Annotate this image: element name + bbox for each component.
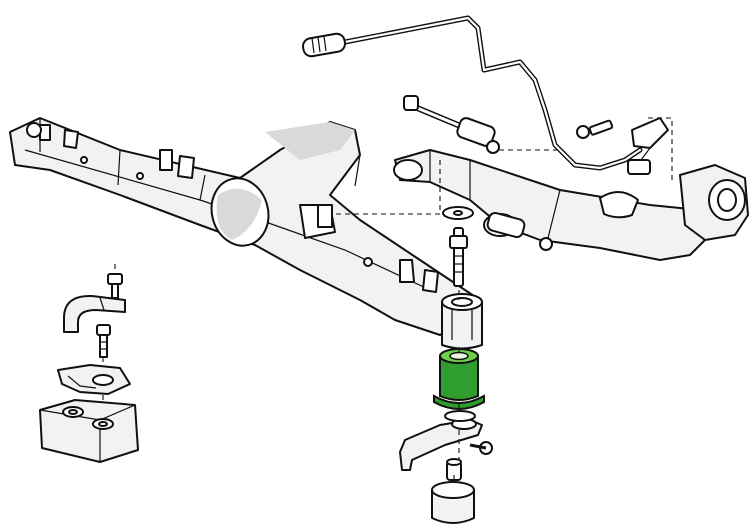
trailing-arm-front-bush bbox=[393, 159, 423, 181]
upper-pivot-bolt bbox=[403, 95, 560, 154]
bolts-and-washers bbox=[96, 324, 111, 402]
sensor-head bbox=[627, 117, 669, 175]
strap-bolt-head bbox=[107, 273, 123, 285]
sensor-plug-connector bbox=[302, 32, 346, 58]
rubber-buffer bbox=[431, 458, 475, 524]
sensor-bolt bbox=[576, 119, 614, 139]
mount-plate bbox=[57, 364, 131, 395]
rubber-mount-block bbox=[39, 399, 139, 463]
mounting-bracket bbox=[399, 410, 493, 471]
retaining-strap bbox=[63, 264, 126, 333]
highlighted-lower-bushing bbox=[433, 348, 485, 410]
stud-and-washer bbox=[442, 206, 474, 287]
crossmember-brackets bbox=[26, 122, 439, 293]
trailing-arm bbox=[393, 149, 706, 261]
lower-washer bbox=[444, 410, 476, 422]
subframe-crossmember bbox=[9, 117, 481, 336]
brake-wear-sensor-cable bbox=[302, 15, 673, 180]
wheel-hub-carrier bbox=[679, 164, 749, 241]
arm-nut bbox=[539, 237, 553, 251]
pivot-bush bbox=[456, 117, 496, 147]
upper-mount-bushing bbox=[441, 293, 483, 350]
